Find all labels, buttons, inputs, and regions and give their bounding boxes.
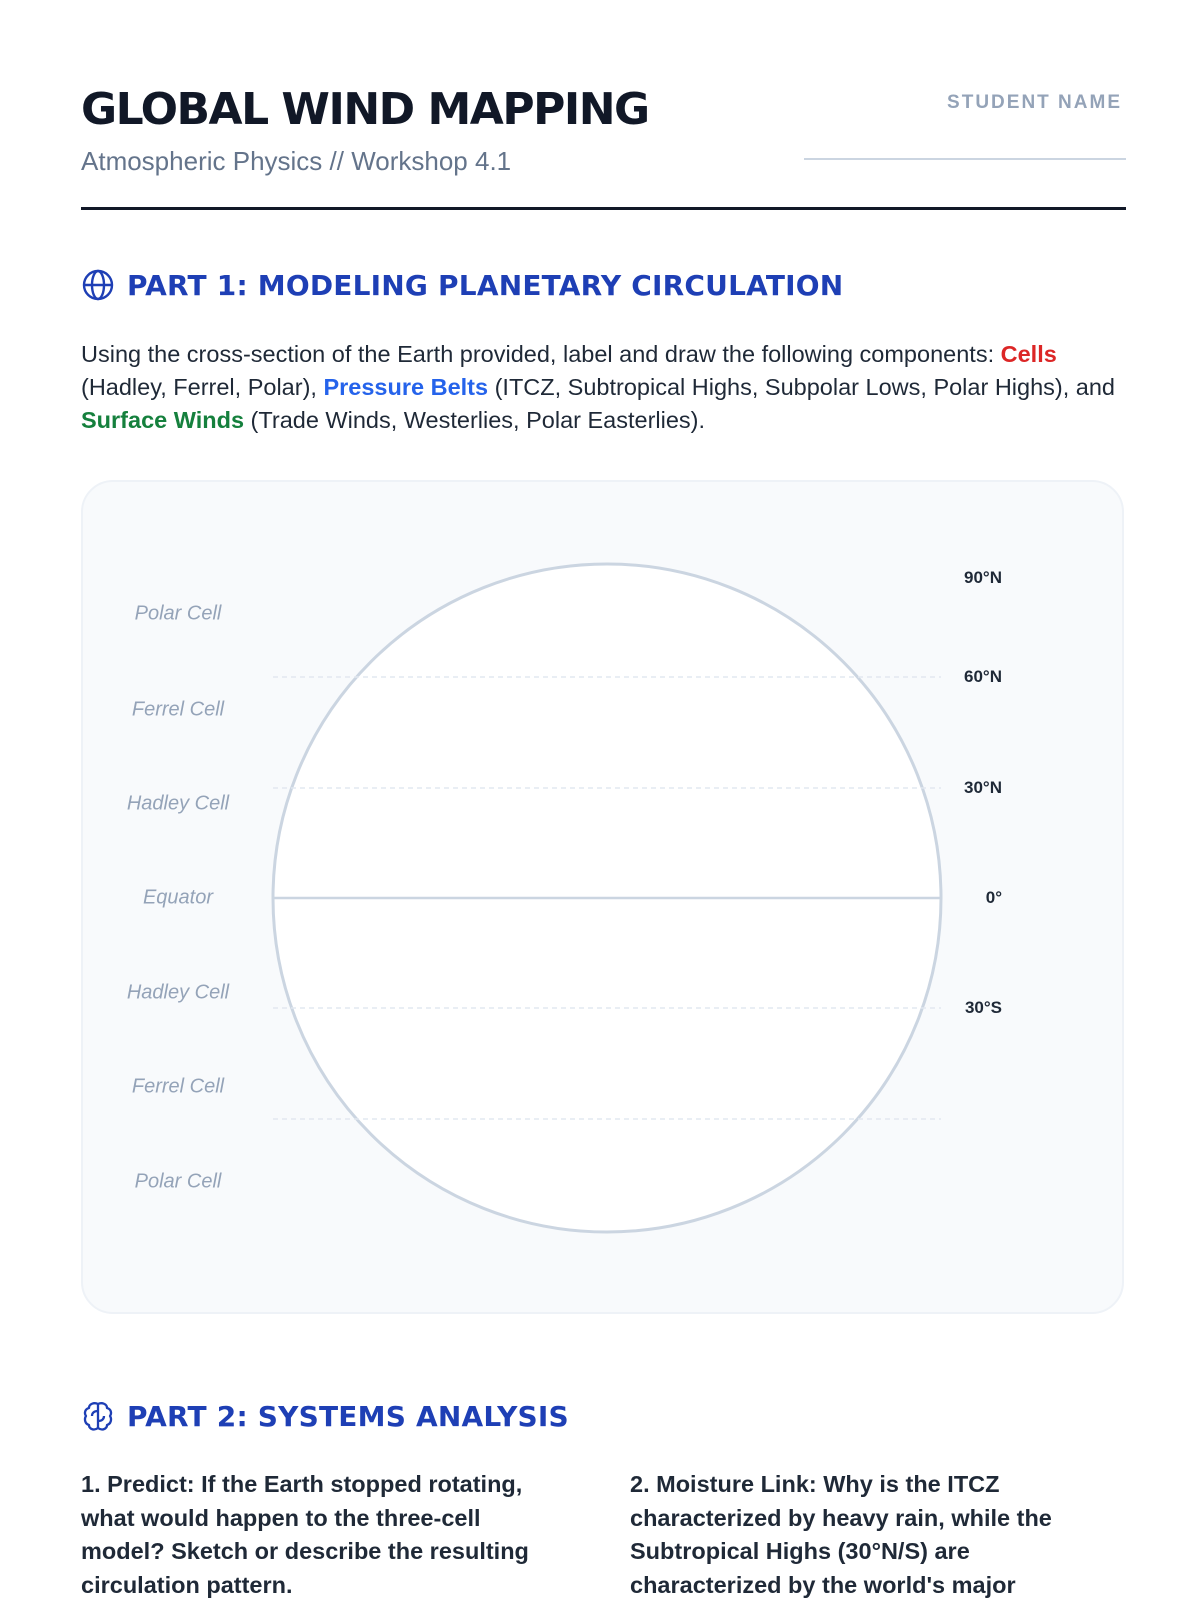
brain-icon bbox=[81, 1399, 115, 1433]
cell-label-polar-south: Polar Cell bbox=[134, 1170, 222, 1193]
instructions-intro: Using the cross-section of the Earth pro… bbox=[81, 341, 1001, 367]
earth-diagram-panel: Polar Cell Ferrel Cell Hadley Cell Equat… bbox=[81, 480, 1124, 1314]
page-subtitle: Atmospheric Physics // Workshop 4.1 bbox=[81, 146, 512, 176]
cell-label-hadley-south: Hadley Cell bbox=[126, 981, 230, 1004]
cell-label-equator: Equator bbox=[142, 886, 214, 909]
term-pressure-belts: Pressure Belts bbox=[323, 374, 489, 400]
part2-heading: PART 2: SYSTEMS ANALYSIS bbox=[81, 1399, 569, 1433]
instructions-pressure-detail: (ITCZ, Subtropical Highs, Subpolar Lows,… bbox=[488, 374, 1116, 400]
globe-icon bbox=[81, 268, 115, 302]
cell-label-ferrel-north: Ferrel Cell bbox=[131, 698, 225, 721]
page-title: GLOBAL WIND MAPPING bbox=[81, 84, 650, 135]
part1-heading-text: PART 1: MODELING PLANETARY CIRCULATION bbox=[127, 268, 844, 302]
student-name-label: STUDENT NAME bbox=[947, 92, 1122, 113]
part1-instructions: Using the cross-section of the Earth pro… bbox=[81, 338, 1131, 437]
earth-cross-section[interactable] bbox=[83, 482, 1126, 1316]
instructions-cells-detail: (Hadley, Ferrel, Polar), bbox=[81, 374, 324, 400]
latitude-label-60n: 60°N bbox=[964, 667, 1002, 686]
term-cells: Cells bbox=[1000, 341, 1057, 367]
latitude-label-30s: 30°S bbox=[964, 998, 1002, 1017]
instructions-winds-detail: (Trade Winds, Westerlies, Polar Easterli… bbox=[244, 407, 706, 433]
part1-heading: PART 1: MODELING PLANETARY CIRCULATION bbox=[81, 268, 843, 302]
cell-label-hadley-north: Hadley Cell bbox=[126, 792, 230, 815]
question-1: 1. Predict: If the Earth stopped rotatin… bbox=[81, 1471, 529, 1598]
cell-label-ferrel-south: Ferrel Cell bbox=[131, 1075, 225, 1098]
term-surface-winds: Surface Winds bbox=[81, 407, 245, 433]
latitude-label-equator: 0° bbox=[985, 888, 1002, 907]
cell-label-polar-north: Polar Cell bbox=[134, 602, 222, 625]
latitude-label-30n: 30°N bbox=[964, 778, 1002, 797]
student-name-field[interactable] bbox=[804, 158, 1126, 160]
header-divider bbox=[81, 207, 1126, 210]
part2-heading-text: PART 2: SYSTEMS ANALYSIS bbox=[127, 1399, 569, 1433]
question-2: 2. Moisture Link: Why is the ITCZ charac… bbox=[630, 1471, 1052, 1598]
latitude-label-90n: 90°N bbox=[964, 568, 1002, 587]
